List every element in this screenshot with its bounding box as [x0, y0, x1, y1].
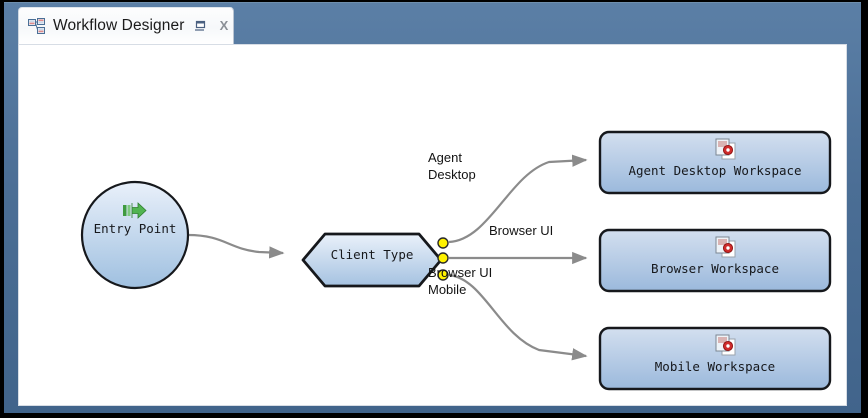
close-icon[interactable]: X: [219, 18, 229, 33]
edge-label-agent-desktop: Agent Desktop: [428, 149, 476, 183]
edge-label-agent-desktop-line2: Desktop: [428, 167, 476, 182]
restore-window-icon[interactable]: [193, 19, 208, 33]
workflow-diagram: [80, 130, 832, 391]
port-agent-desktop: [437, 237, 449, 249]
edge-label-browser-ui-mobile-line2: Mobile: [428, 282, 467, 297]
node-label-entry-point: Entry Point: [93, 221, 177, 236]
green-start-arrow-icon: [123, 202, 147, 219]
tab-title: Workflow Designer: [53, 17, 185, 34]
node-label-client-type: Client Type: [330, 247, 414, 262]
window-chrome: Workflow Designer X: [4, 2, 861, 413]
edge-label-browser-ui-mobile: Browser UI Mobile: [428, 264, 492, 298]
node-mobile-workspace[interactable]: [598, 326, 832, 391]
workflow-diagram-icon: [28, 17, 46, 35]
edge-label-browser-ui: Browser UI: [489, 222, 553, 239]
edge-label-browser-ui-line1: Browser UI: [489, 223, 554, 238]
output-ports[interactable]: [437, 237, 449, 281]
document-copy-red-badge-icon: [715, 236, 736, 258]
node-agent-desktop-workspace[interactable]: [598, 130, 832, 195]
node-entry-point[interactable]: [80, 180, 190, 290]
edge-browser-ui-mobile: [448, 273, 588, 361]
node-label-browser-workspace: Browser Workspace: [651, 261, 779, 276]
node-browser-workspace[interactable]: [598, 228, 832, 293]
tab-workflow-designer[interactable]: Workflow Designer X: [18, 7, 234, 44]
edge-label-agent-desktop-line1: Agent: [428, 150, 462, 165]
document-copy-red-badge-icon: [715, 334, 736, 356]
document-copy-red-badge-icon: [715, 138, 736, 160]
port-browser-ui: [437, 252, 449, 264]
workflow-canvas[interactable]: Entry Point Client Type Agent Desktop Wo…: [18, 44, 847, 406]
tab-strip: Workflow Designer X: [4, 3, 861, 44]
edge-entry-to-client: [187, 233, 285, 259]
node-label-mobile-workspace: Mobile Workspace: [654, 359, 776, 374]
port-browser-ui-mobile: [437, 269, 449, 281]
edge-label-browser-ui-mobile-line1: Browser UI: [428, 265, 493, 280]
edge-agent-desktop: [448, 154, 588, 244]
node-label-agent-desktop-workspace: Agent Desktop Workspace: [628, 163, 802, 178]
